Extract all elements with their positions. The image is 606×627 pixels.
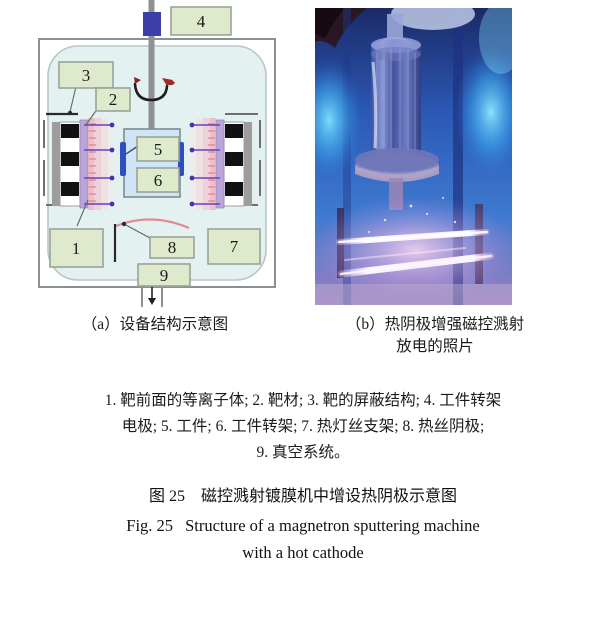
caption-english-line2: with a hot cathode	[242, 543, 364, 562]
left-plasma-streaks	[89, 123, 96, 202]
caption-english-text1: Structure of a magnetron sputtering mach…	[185, 516, 480, 535]
hot-filament-cathodes	[336, 229, 495, 278]
right-cathode-assembly	[189, 113, 261, 210]
callout-3: 3	[58, 61, 114, 89]
caption-english-number: Fig. 25	[126, 516, 174, 535]
legend-line-1: 1. 靶前面的等离子体; 2. 靶材; 3. 靶的屏蔽结构; 4. 工件转架	[104, 392, 502, 409]
rotation-shaft	[148, 0, 155, 130]
vacuum-port	[141, 284, 163, 307]
plasma-glow-top-right	[479, 8, 512, 74]
spark-particles	[368, 197, 457, 233]
callout-6: 6	[136, 167, 180, 193]
leader-dot-8	[121, 221, 127, 227]
callout-3-label: 3	[82, 66, 91, 85]
left-target-material	[79, 119, 89, 209]
callout-2-label: 2	[109, 90, 118, 109]
plasma-glow-left	[315, 58, 363, 182]
callout-6-label: 6	[154, 171, 163, 190]
left-sputter-arrows	[84, 122, 115, 207]
right-magnet-pole	[225, 124, 243, 138]
right-plasma-cloud	[190, 118, 216, 210]
caption-english-line1: Fig. 25 Structure of a magnetron sputteri…	[0, 512, 606, 539]
callout-7-label: 7	[230, 237, 239, 256]
panel-b-discharge-photograph	[315, 8, 512, 305]
callout-1: 1	[49, 228, 104, 268]
left-magnet-pole	[61, 182, 79, 196]
left-magnet-backplate	[52, 122, 60, 206]
top-highlight	[391, 8, 475, 30]
workpiece-left	[120, 142, 126, 176]
callout-1-label: 1	[72, 239, 81, 258]
callout-5-label: 5	[154, 140, 163, 159]
right-sputter-arrows	[189, 122, 220, 207]
bottom-glow	[315, 196, 512, 304]
callout-9-label: 9	[160, 266, 169, 285]
panel-a-schematic-diagram: 4 3 2 5 6	[0, 0, 303, 312]
caption-chinese-text: 磁控溅射镀膜机中增设热阴极示意图	[201, 488, 458, 505]
leader-dot-3	[67, 110, 73, 116]
panel-b-caption-line1: （b）热阴极增强磁控溅射	[345, 316, 525, 333]
callout-2: 2	[95, 87, 131, 112]
photo-dark-corner-inner	[315, 8, 345, 38]
figure-caption-block: 图 25 磁控溅射镀膜机中增设热阴极示意图 Fig. 25 Structure of…	[0, 482, 606, 566]
caption-chinese: 图 25 磁控溅射镀膜机中增设热阴极示意图	[0, 482, 606, 512]
right-target-material	[215, 119, 225, 209]
workpiece-drum	[355, 14, 439, 210]
panel-b-caption: （b）热阴极增强磁控溅射 放电的照片	[310, 314, 560, 358]
photo-bottom-haze	[315, 284, 512, 305]
workpiece-rotator-electrode	[143, 12, 161, 36]
plasma-glow-right	[455, 46, 512, 178]
figure-panels-row: 4 3 2 5 6	[0, 0, 606, 312]
right-magnet-backplate	[244, 122, 252, 206]
legend-line-2: 电极; 5. 工件; 6. 工件转架; 7. 热灯丝支架; 8. 热丝阴极;	[121, 418, 485, 435]
chamber-strut-right	[453, 8, 463, 305]
left-cathode-assembly	[43, 112, 115, 210]
left-plasma-cloud	[88, 118, 114, 210]
right-magnet-pole	[225, 182, 243, 196]
callout-7: 7	[207, 228, 261, 265]
right-plasma-streaks	[208, 123, 215, 202]
figure-legend-list: 1. 靶前面的等离子体; 2. 靶材; 3. 靶的屏蔽结构; 4. 工件转架 电…	[23, 382, 583, 466]
right-magnet-pole	[225, 152, 243, 166]
callout-4-label: 4	[197, 12, 206, 31]
caption-chinese-number: 图 25	[148, 488, 185, 505]
panel-b-caption-line2: 放电的照片	[396, 338, 474, 355]
legend-line-3: 9. 真空系统。	[256, 444, 350, 461]
callout-5: 5	[136, 136, 180, 162]
left-magnet-pole	[61, 152, 79, 166]
left-magnet-pole	[61, 124, 79, 138]
callout-8-label: 8	[168, 238, 177, 257]
panel-a-caption: （a）设备结构示意图	[81, 316, 229, 333]
rotation-arrow-icon	[133, 77, 175, 102]
chamber-outer-frame	[38, 38, 276, 288]
callout-9: 9	[137, 263, 191, 287]
sub-captions-row: （a）设备结构示意图 （b）热阴极增强磁控溅射 放电的照片	[0, 312, 606, 382]
callout-4: 4	[170, 6, 232, 36]
callout-8: 8	[149, 236, 195, 259]
